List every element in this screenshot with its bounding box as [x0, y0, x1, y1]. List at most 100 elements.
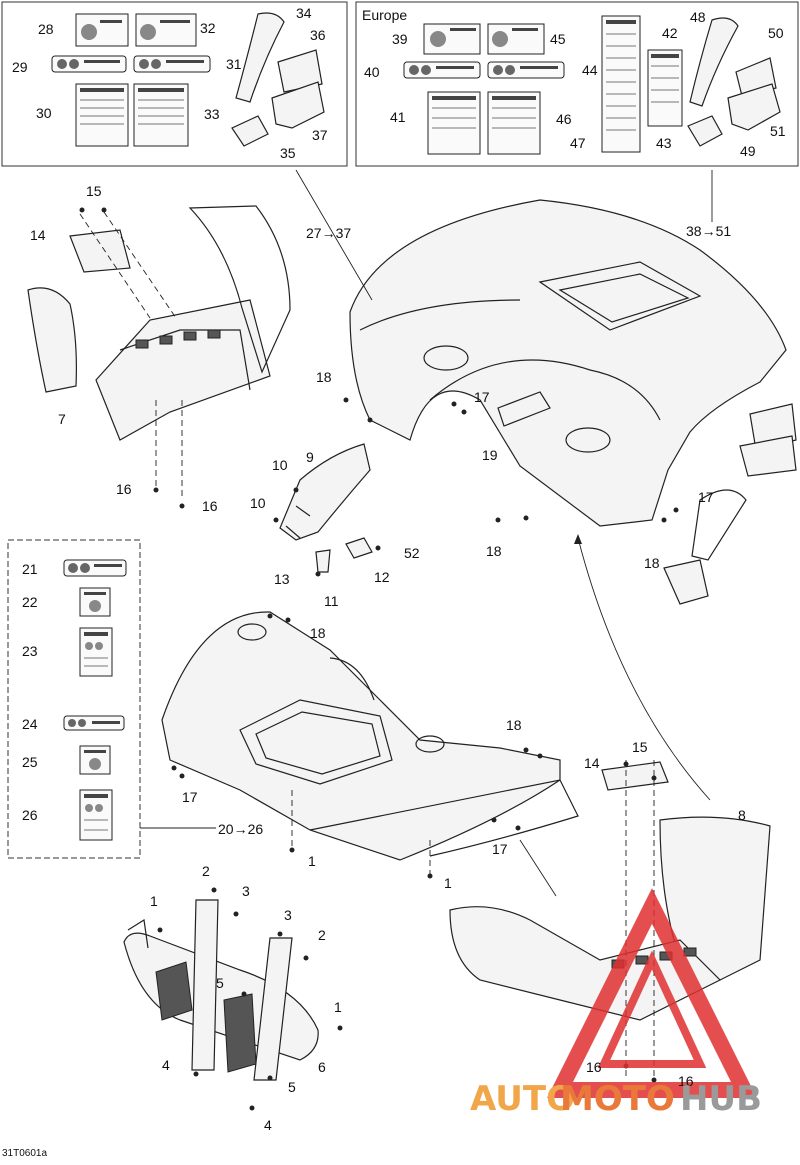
front-body-hole-b: [415, 735, 445, 753]
front-body-hole-a: [237, 623, 267, 641]
callout-42: 42: [662, 25, 678, 41]
callout-49: 49: [740, 143, 756, 159]
callout-22: 22: [22, 594, 38, 610]
heel-guard-14: [69, 229, 131, 273]
clip-12: [345, 537, 373, 559]
callout-46: 46: [556, 111, 572, 127]
callout-14b: 14: [584, 755, 600, 771]
mud-flap-48: [689, 17, 739, 107]
front-storage-opening: [239, 699, 393, 785]
front-fender-edge: [309, 779, 579, 857]
splash-guard-51: [727, 83, 781, 131]
callout-8: 8: [738, 807, 746, 823]
callout-10b: 10: [250, 495, 266, 511]
callout-52: 52: [404, 545, 420, 561]
bumper-upright-right: [253, 937, 293, 1081]
callout-16d: 16: [678, 1073, 694, 1089]
decal-46: [487, 91, 541, 155]
mud-flap-34: [235, 12, 285, 103]
callout-29: 29: [12, 59, 28, 75]
decal-42-47: [601, 15, 641, 153]
bracket-9: [279, 443, 371, 541]
decal-25: [79, 745, 111, 775]
decal-40: [403, 61, 481, 79]
callout-30: 30: [36, 105, 52, 121]
callout-1b: 1: [444, 875, 452, 891]
bumper-plate-right: [223, 993, 257, 1073]
callout-43: 43: [656, 135, 672, 151]
callout-16c: 16: [586, 1059, 602, 1075]
fasteners: [79, 207, 679, 1111]
decal-31: [133, 55, 211, 73]
callout-35: 35: [280, 145, 296, 161]
decal-28: [75, 13, 129, 47]
grommet-11: [315, 549, 331, 573]
decal-23: [79, 627, 113, 677]
range-38-51: 38→51: [686, 223, 731, 239]
callout-50: 50: [768, 25, 784, 41]
callout-36: 36: [310, 27, 326, 43]
watermark-logo: [547, 888, 757, 1098]
decal-33: [133, 83, 189, 147]
callout-1d: 1: [334, 999, 342, 1015]
callout-16b: 16: [202, 498, 218, 514]
callout-37: 37: [312, 127, 328, 143]
decal-44: [487, 61, 565, 79]
watermark-part-moto: MOTO: [560, 1079, 675, 1119]
callout-45: 45: [550, 31, 566, 47]
decal-30: [75, 83, 129, 147]
decal-32: [135, 13, 197, 47]
cupholder-left: [423, 345, 469, 371]
callout-47: 47: [570, 135, 586, 151]
decal-box-left: [1, 1, 348, 167]
callout-44: 44: [582, 62, 598, 78]
decal-box-europe: [355, 1, 799, 167]
cupholder-right: [565, 427, 611, 453]
callout-16a: 16: [116, 481, 132, 497]
callout-1c: 1: [150, 893, 158, 909]
figure-code: 31T0601a: [2, 1148, 47, 1159]
callout-31: 31: [226, 56, 242, 72]
callout-18d: 18: [310, 625, 326, 641]
callout-51: 51: [770, 123, 786, 139]
callout-9: 9: [306, 449, 314, 465]
footwell-right: [449, 906, 722, 1021]
bracket-9-detail: [285, 505, 311, 539]
callout-18a: 18: [316, 369, 332, 385]
rear-body-edge: [359, 299, 521, 331]
callout-26: 26: [22, 807, 38, 823]
callout-14a: 14: [30, 227, 46, 243]
callout-4b: 4: [264, 1117, 272, 1133]
callout-10a: 10: [272, 457, 288, 473]
callout-2b: 2: [318, 927, 326, 943]
callout-39: 39: [392, 31, 408, 47]
callout-5a: 5: [216, 975, 224, 991]
range-27-37: 27→37: [306, 225, 351, 241]
decal-26: [79, 789, 113, 841]
front-body-hood: [329, 657, 375, 701]
callout-21: 21: [22, 561, 38, 577]
callout-48: 48: [690, 9, 706, 25]
callout-3a: 3: [242, 883, 250, 899]
decal-21: [63, 559, 127, 577]
heel-guard-14b: [601, 761, 669, 791]
callout-1a: 1: [308, 853, 316, 869]
footrest-guard-left: [188, 205, 291, 374]
front-fender-7: [27, 287, 77, 393]
range-20-26: 20→26: [218, 821, 263, 837]
decal-39: [423, 23, 481, 55]
rear-mud-flap: [691, 489, 747, 561]
callout-13: 13: [274, 571, 290, 587]
callout-18b: 18: [486, 543, 502, 559]
rear-body: [349, 199, 787, 527]
rear-storage-inner: [558, 273, 690, 323]
callout-41: 41: [390, 109, 406, 125]
front-body: [161, 611, 561, 861]
rear-bracket: [663, 559, 709, 605]
rear-panel-19: [497, 391, 551, 427]
callout-17b: 17: [698, 489, 714, 505]
callout-11: 11: [324, 593, 339, 609]
callout-15a: 15: [86, 183, 102, 199]
